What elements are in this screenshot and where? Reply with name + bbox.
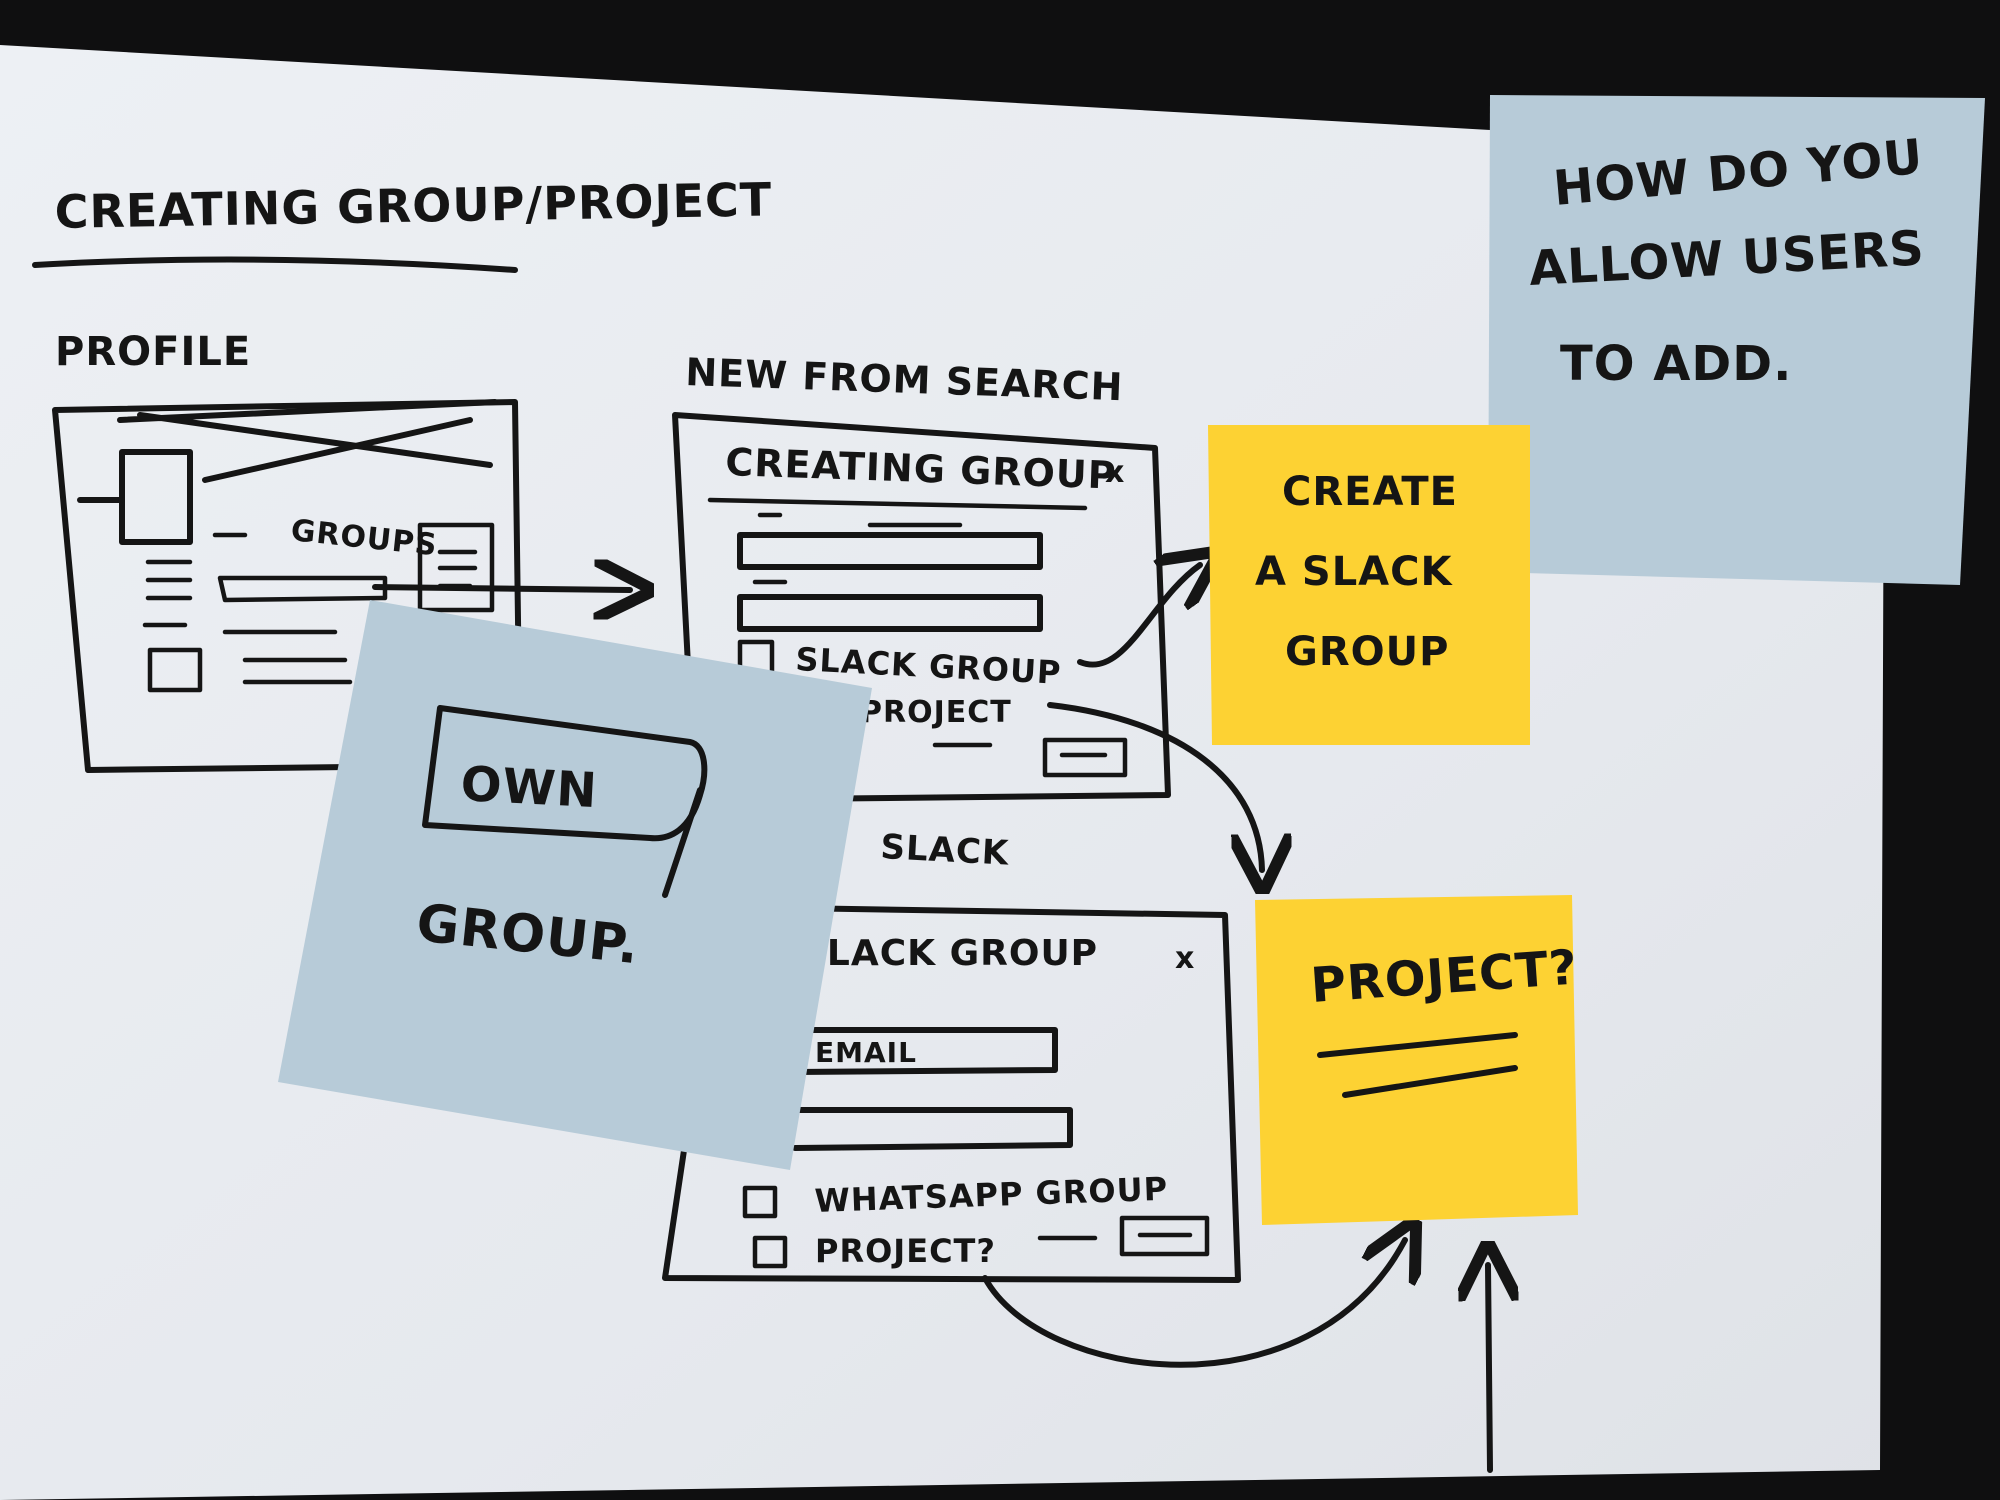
sticky-how-line-3: TO ADD. (1560, 336, 1792, 392)
modal2-checkbox2-label: PROJECT? (815, 1232, 996, 1270)
sticky-note-own-group: OWN GROUP. (278, 600, 872, 1170)
sticky-note-create-slack: CREATE A SLACK GROUP (1208, 425, 1530, 745)
arrow-profile-to-modal (375, 587, 630, 590)
sticky-create-line-3: GROUP (1285, 629, 1449, 675)
slack-label: SLACK (880, 827, 1011, 874)
profile-label: PROFILE (55, 329, 251, 375)
sticky-create-line-1: CREATE (1282, 469, 1458, 515)
arrow-up-bottom (1488, 1265, 1490, 1470)
sticky-note-how-users: HOW DO YOU ALLOW USERS TO ADD. (1488, 95, 1985, 585)
modal1-checkbox2-label: PROJECT (860, 695, 1012, 730)
modal2-field-label: EMAIL (815, 1036, 917, 1069)
sticky-own-boxed: OWN (459, 756, 599, 819)
sticky-note-project: PROJECT? (1255, 895, 1580, 1225)
modal2-close: x (1175, 941, 1195, 976)
modal2-title: SLACK GROUP (800, 933, 1098, 974)
sticky-create-line-2: A SLACK (1255, 549, 1453, 595)
modal1-close: x (1105, 455, 1125, 490)
